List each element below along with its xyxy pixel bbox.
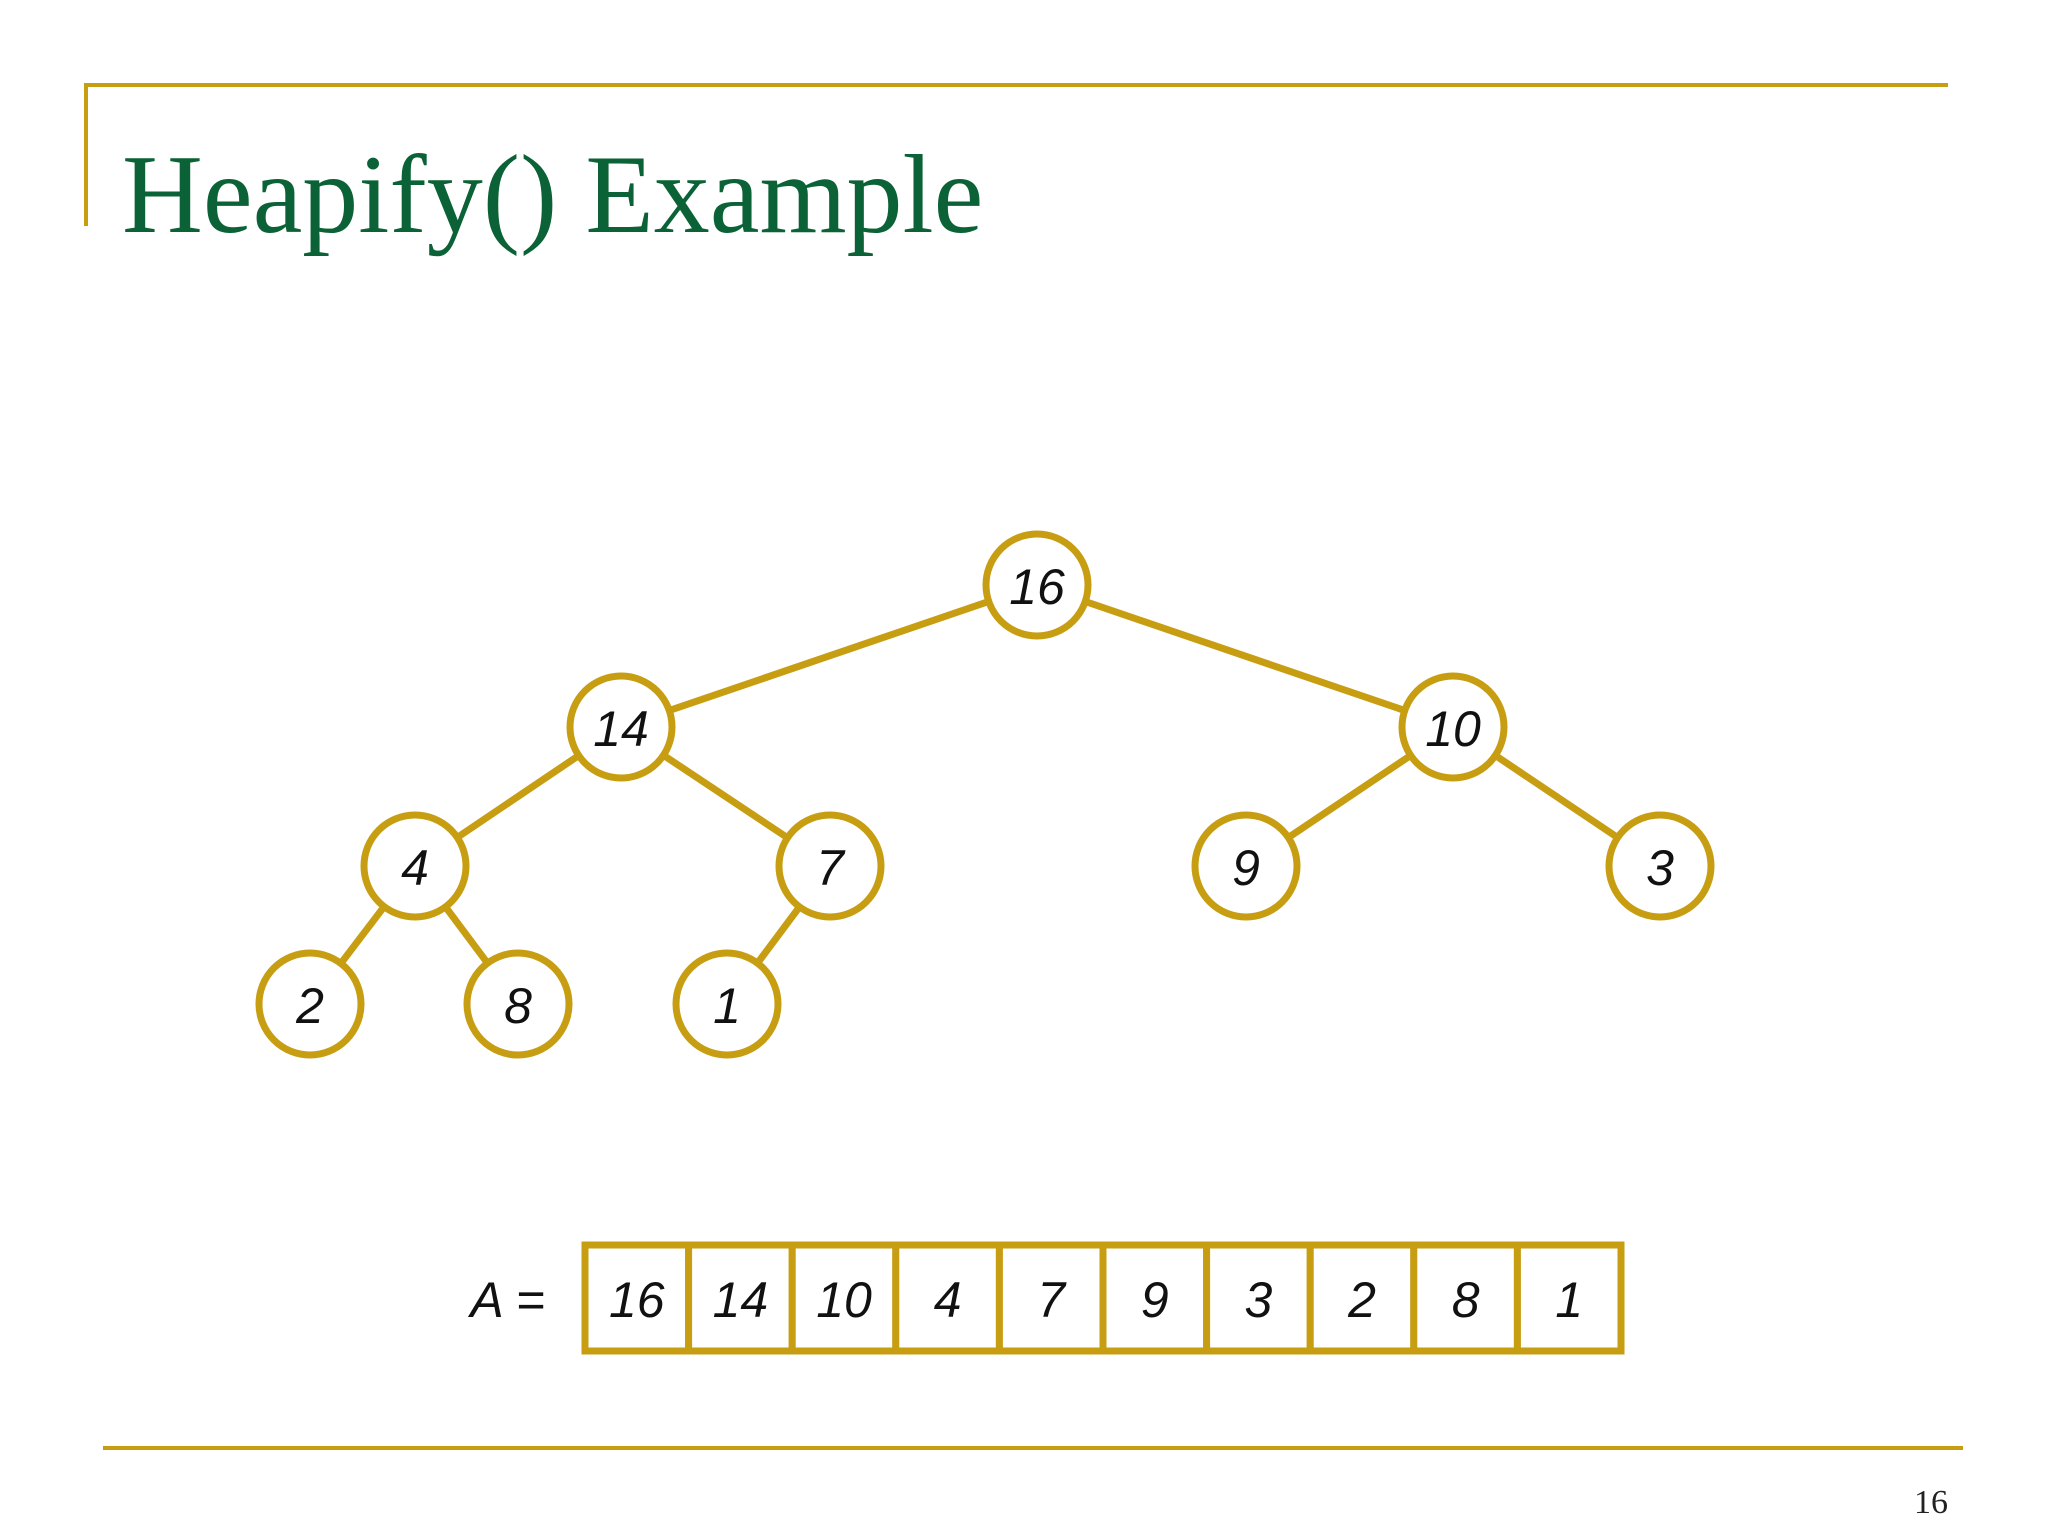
node-value: 14 bbox=[593, 701, 649, 757]
array-cell-value: 14 bbox=[713, 1272, 769, 1328]
tree-node: 7 bbox=[775, 811, 885, 921]
node-circle bbox=[255, 949, 365, 1059]
node-value: 8 bbox=[504, 978, 532, 1034]
tree-node: 10 bbox=[1398, 672, 1508, 782]
bottom-rule bbox=[103, 1446, 1963, 1450]
tree-node: 1 bbox=[672, 949, 782, 1059]
node-value: 16 bbox=[1009, 559, 1065, 615]
array-cell: 2 bbox=[1306, 1241, 1418, 1355]
node-circle bbox=[463, 949, 573, 1059]
node-circle bbox=[672, 949, 782, 1059]
array-cell: 8 bbox=[1410, 1241, 1521, 1355]
array-cell: 10 bbox=[788, 1241, 900, 1355]
heap-array: A = 16 14 10 4 7 9 3 2 8 1 bbox=[467, 1241, 1625, 1355]
node-value: 4 bbox=[401, 840, 429, 896]
node-circle bbox=[1398, 672, 1508, 782]
tree-nodes: 16 14 10 4 7 9 3 2 8 1 bbox=[255, 530, 1715, 1059]
node-value: 2 bbox=[295, 978, 324, 1034]
array-cell: 14 bbox=[685, 1241, 796, 1355]
array-cell-value: 4 bbox=[934, 1272, 962, 1328]
array-cell-value: 7 bbox=[1037, 1272, 1067, 1328]
tree-node: 16 bbox=[982, 530, 1092, 640]
tree-node: 3 bbox=[1605, 811, 1715, 921]
array-cell: 7 bbox=[995, 1241, 1107, 1355]
node-circle bbox=[1191, 811, 1301, 921]
node-circle bbox=[1605, 811, 1715, 921]
array-cell-box bbox=[1203, 1241, 1314, 1355]
array-cell-value: 10 bbox=[816, 1272, 872, 1328]
node-value: 3 bbox=[1646, 840, 1674, 896]
tree-node: 8 bbox=[463, 949, 573, 1059]
array-cell: 9 bbox=[1099, 1241, 1211, 1355]
node-value: 7 bbox=[816, 840, 846, 896]
tree-node: 14 bbox=[566, 672, 676, 782]
array-cell-value: 2 bbox=[1347, 1272, 1376, 1328]
array-cell-value: 16 bbox=[609, 1272, 665, 1328]
tree-node: 9 bbox=[1191, 811, 1301, 921]
array-cell-box bbox=[1306, 1241, 1418, 1355]
array-cell-box bbox=[788, 1241, 900, 1355]
array-cell: 4 bbox=[892, 1241, 1003, 1355]
slide-title: Heapify() Example bbox=[122, 133, 984, 257]
array-cell-box bbox=[1513, 1241, 1625, 1355]
node-circle bbox=[566, 672, 676, 782]
array-label: A = bbox=[467, 1272, 545, 1328]
node-circle bbox=[775, 811, 885, 921]
tree-node: 4 bbox=[360, 811, 470, 921]
node-circle bbox=[982, 530, 1092, 640]
node-value: 10 bbox=[1425, 701, 1481, 757]
top-rule bbox=[84, 83, 1948, 87]
tree-edge bbox=[619, 581, 1039, 731]
node-value: 9 bbox=[1232, 840, 1260, 896]
top-left-tick bbox=[84, 83, 88, 226]
array-cell-value: 3 bbox=[1244, 1272, 1272, 1328]
tree-node: 2 bbox=[255, 949, 365, 1059]
array-cell-box bbox=[995, 1241, 1107, 1355]
node-circle bbox=[360, 811, 470, 921]
page-number: 16 bbox=[1914, 1484, 1948, 1521]
node-value: 1 bbox=[713, 978, 741, 1034]
tree-edges bbox=[307, 581, 1662, 1007]
array-cell-box bbox=[685, 1241, 796, 1355]
array-cell-value: 9 bbox=[1141, 1272, 1169, 1328]
array-cell: 1 bbox=[1513, 1241, 1625, 1355]
array-cell-value: 1 bbox=[1555, 1272, 1583, 1328]
tree-edge bbox=[1035, 581, 1455, 731]
array-cell-value: 8 bbox=[1452, 1272, 1480, 1328]
array-cell: 3 bbox=[1203, 1241, 1314, 1355]
array-cell: 16 bbox=[581, 1241, 693, 1355]
